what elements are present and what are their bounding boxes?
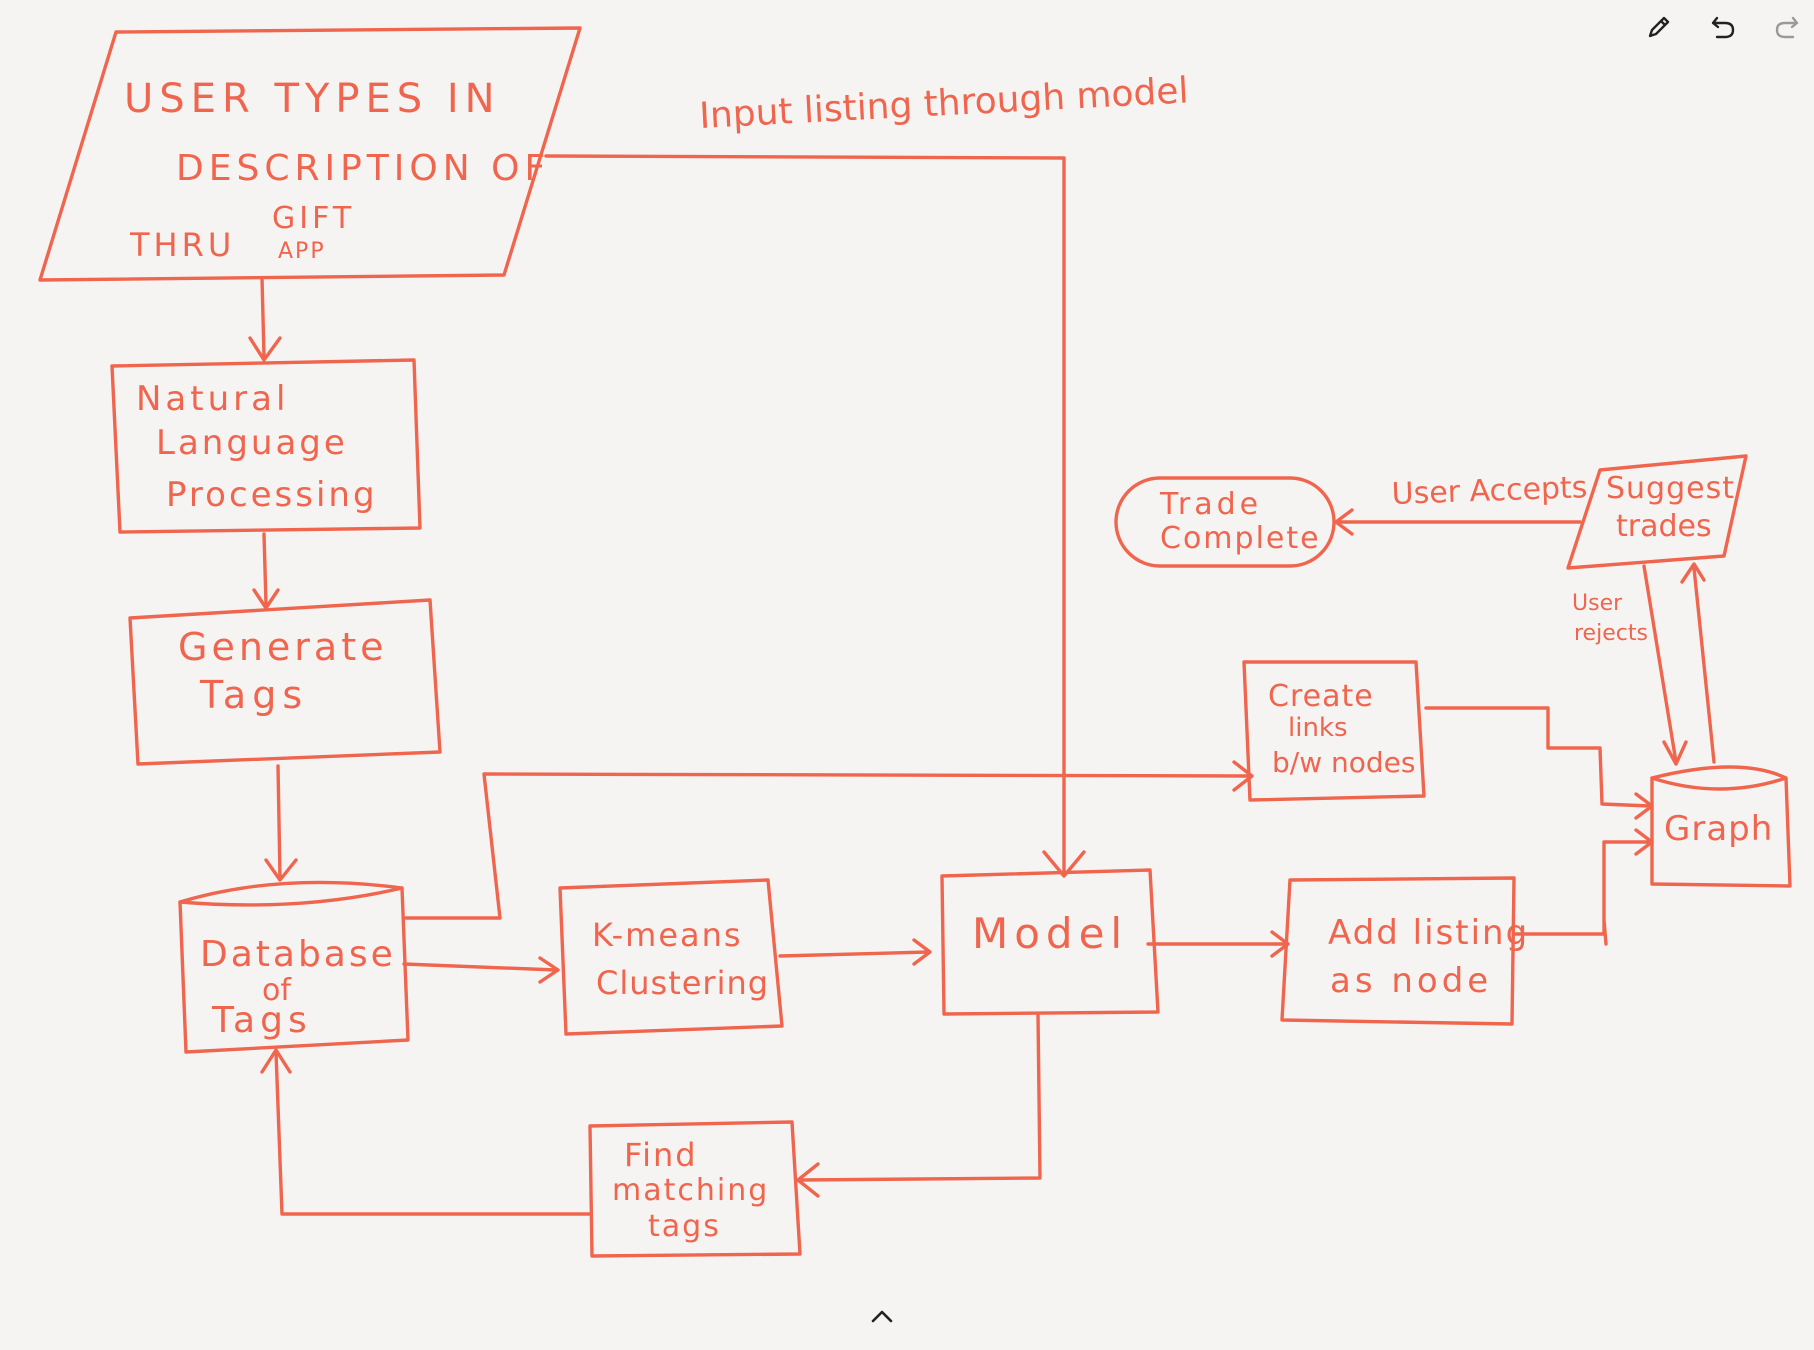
arrow-db-to-create-links [404,760,1254,920]
start-text-line1: USER TYPES IN [124,76,501,122]
arrow-kmeans-to-model [778,938,932,966]
generate-text-line2: Tags [199,673,308,717]
suggest-text-line1: Suggest [1606,471,1735,506]
start-text-thru: THRU [129,226,235,264]
undo-icon[interactable] [1702,6,1744,48]
input-listing-label: Input listing through model [698,70,1189,137]
arrow-start-to-nlp [248,276,282,362]
arrow-model-to-find-tags [796,1012,1042,1198]
kmeans-text-line1: K-means [592,916,743,954]
find-text-line2: matching [612,1173,769,1208]
arrow-graph-to-suggest [1680,562,1716,764]
arrow-add-listing-to-graph [1512,828,1654,946]
find-tags-box [588,1120,802,1258]
db-text-line1: Database [200,934,396,975]
arrow-suggest-to-trade-complete [1334,508,1582,536]
arrow-nlp-to-generate [252,532,280,610]
create-links-box [1242,660,1426,802]
user-rejects-label-line2: rejects [1574,621,1648,646]
trade-complete-terminator [1114,476,1336,568]
arrow-input-to-model [544,154,1086,878]
nlp-text-line2: Language [156,423,348,463]
kmeans-text-line2: Clustering [596,964,769,1002]
db-text-line2: of [262,973,292,1008]
generate-text-line1: Generate [178,625,387,669]
graph-text: Graph [1664,809,1773,849]
arrow-create-links-to-graph [1424,706,1654,820]
start-text-gift: GIFT [272,201,355,236]
suggest-text-line2: trades [1616,509,1712,544]
start-parallelogram [38,26,582,282]
nlp-text-line1: Natural [136,379,289,419]
create-text-line1: Create [1268,679,1374,714]
generate-tags-box [128,598,442,766]
nlp-box [110,358,422,534]
find-text-line3: tags [648,1209,721,1244]
add-listing-text-line1: Add listing [1328,913,1529,953]
suggest-trades-parallelogram [1566,454,1748,570]
add-listing-text-line2: as node [1330,961,1492,1001]
redo-icon[interactable] [1766,6,1808,48]
user-rejects-label-line1: User [1572,591,1623,616]
drawing-toolbar [1638,6,1808,48]
arrow-db-to-kmeans [402,956,560,984]
model-box [940,868,1160,1016]
start-text-app: APP [278,239,326,264]
graph-cylinder [1650,765,1792,888]
user-accepts-label: User Accepts [1391,470,1588,512]
arrow-suggest-to-graph [1642,564,1688,766]
arrow-find-tags-to-db [260,1048,592,1216]
model-text: Model [972,909,1128,958]
database-cylinder [178,880,410,1054]
create-text-line3: b/w nodes [1272,746,1415,779]
chevron-up-icon[interactable] [862,1298,902,1334]
db-text-line3: Tags [211,1000,312,1041]
trade-complete-text-line1: Trade [1159,487,1262,522]
add-listing-box [1280,876,1516,1026]
create-text-line2: links [1288,713,1348,743]
arrow-model-to-add-listing [1146,930,1290,958]
start-text-line2: DESCRIPTION OF [176,148,550,189]
trade-complete-text-line2: Complete [1160,521,1321,556]
find-text-line1: Find [624,1136,698,1174]
nlp-text-line3: Processing [166,475,378,515]
arrow-generate-to-db [264,764,298,882]
kmeans-box [558,878,784,1036]
pencil-icon[interactable] [1638,6,1680,48]
